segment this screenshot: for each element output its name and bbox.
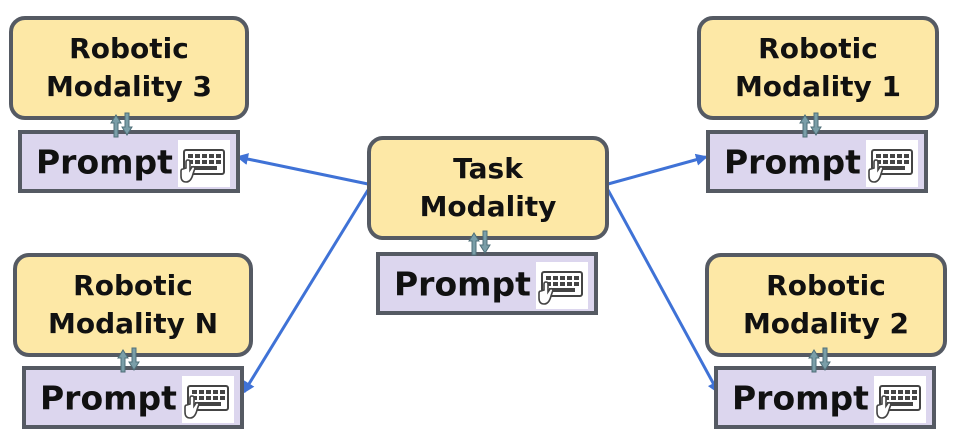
robotic-modality-1-node: Robotic Modality 1 [697,16,939,120]
prompt-label: Prompt [724,142,861,181]
task-modality-node: Task Modality [367,136,609,240]
robotic-modality-n-label: Robotic Modality N [47,269,219,340]
exchange-arrows-icon [797,112,823,138]
robotic-modality-n-node: Robotic Modality N [13,253,253,357]
edge-task-to-robotic-n [242,189,370,394]
task-modality-label: Task Modality [419,152,557,223]
robotic-modality-2-label: Robotic Modality 2 [742,269,910,340]
prompt-label: Prompt [732,378,869,417]
edge-task-to-robotic-1 [607,153,708,186]
robotic-modality-3-prompt[interactable]: Prompt [18,130,240,193]
keyboard-hand-icon [874,376,926,423]
keyboard-hand-icon [866,140,918,187]
exchange-arrows-icon [108,112,134,138]
robotic-modality-2-prompt[interactable]: Prompt [714,366,936,429]
robotic-modality-n-prompt[interactable]: Prompt [22,366,244,429]
keyboard-hand-icon [536,262,588,309]
robotic-modality-1-label: Robotic Modality 1 [734,32,902,103]
edge-task-to-robotic-2 [606,189,720,394]
prompt-label: Prompt [40,378,177,417]
prompt-label: Prompt [394,264,531,303]
task-modality-prompt[interactable]: Prompt [376,252,598,315]
robotic-modality-2-node: Robotic Modality 2 [705,253,947,357]
keyboard-hand-icon [182,376,234,423]
exchange-arrows-icon [806,347,832,373]
keyboard-hand-icon [178,140,230,187]
robotic-modality-3-node: Robotic Modality 3 [9,16,249,120]
exchange-arrows-icon [466,230,492,256]
edge-task-to-robotic-3 [236,153,369,186]
exchange-arrows-icon [115,347,141,373]
robotic-modality-3-label: Robotic Modality 3 [45,32,213,103]
prompt-label: Prompt [36,142,173,181]
robotic-modality-1-prompt[interactable]: Prompt [706,130,928,193]
